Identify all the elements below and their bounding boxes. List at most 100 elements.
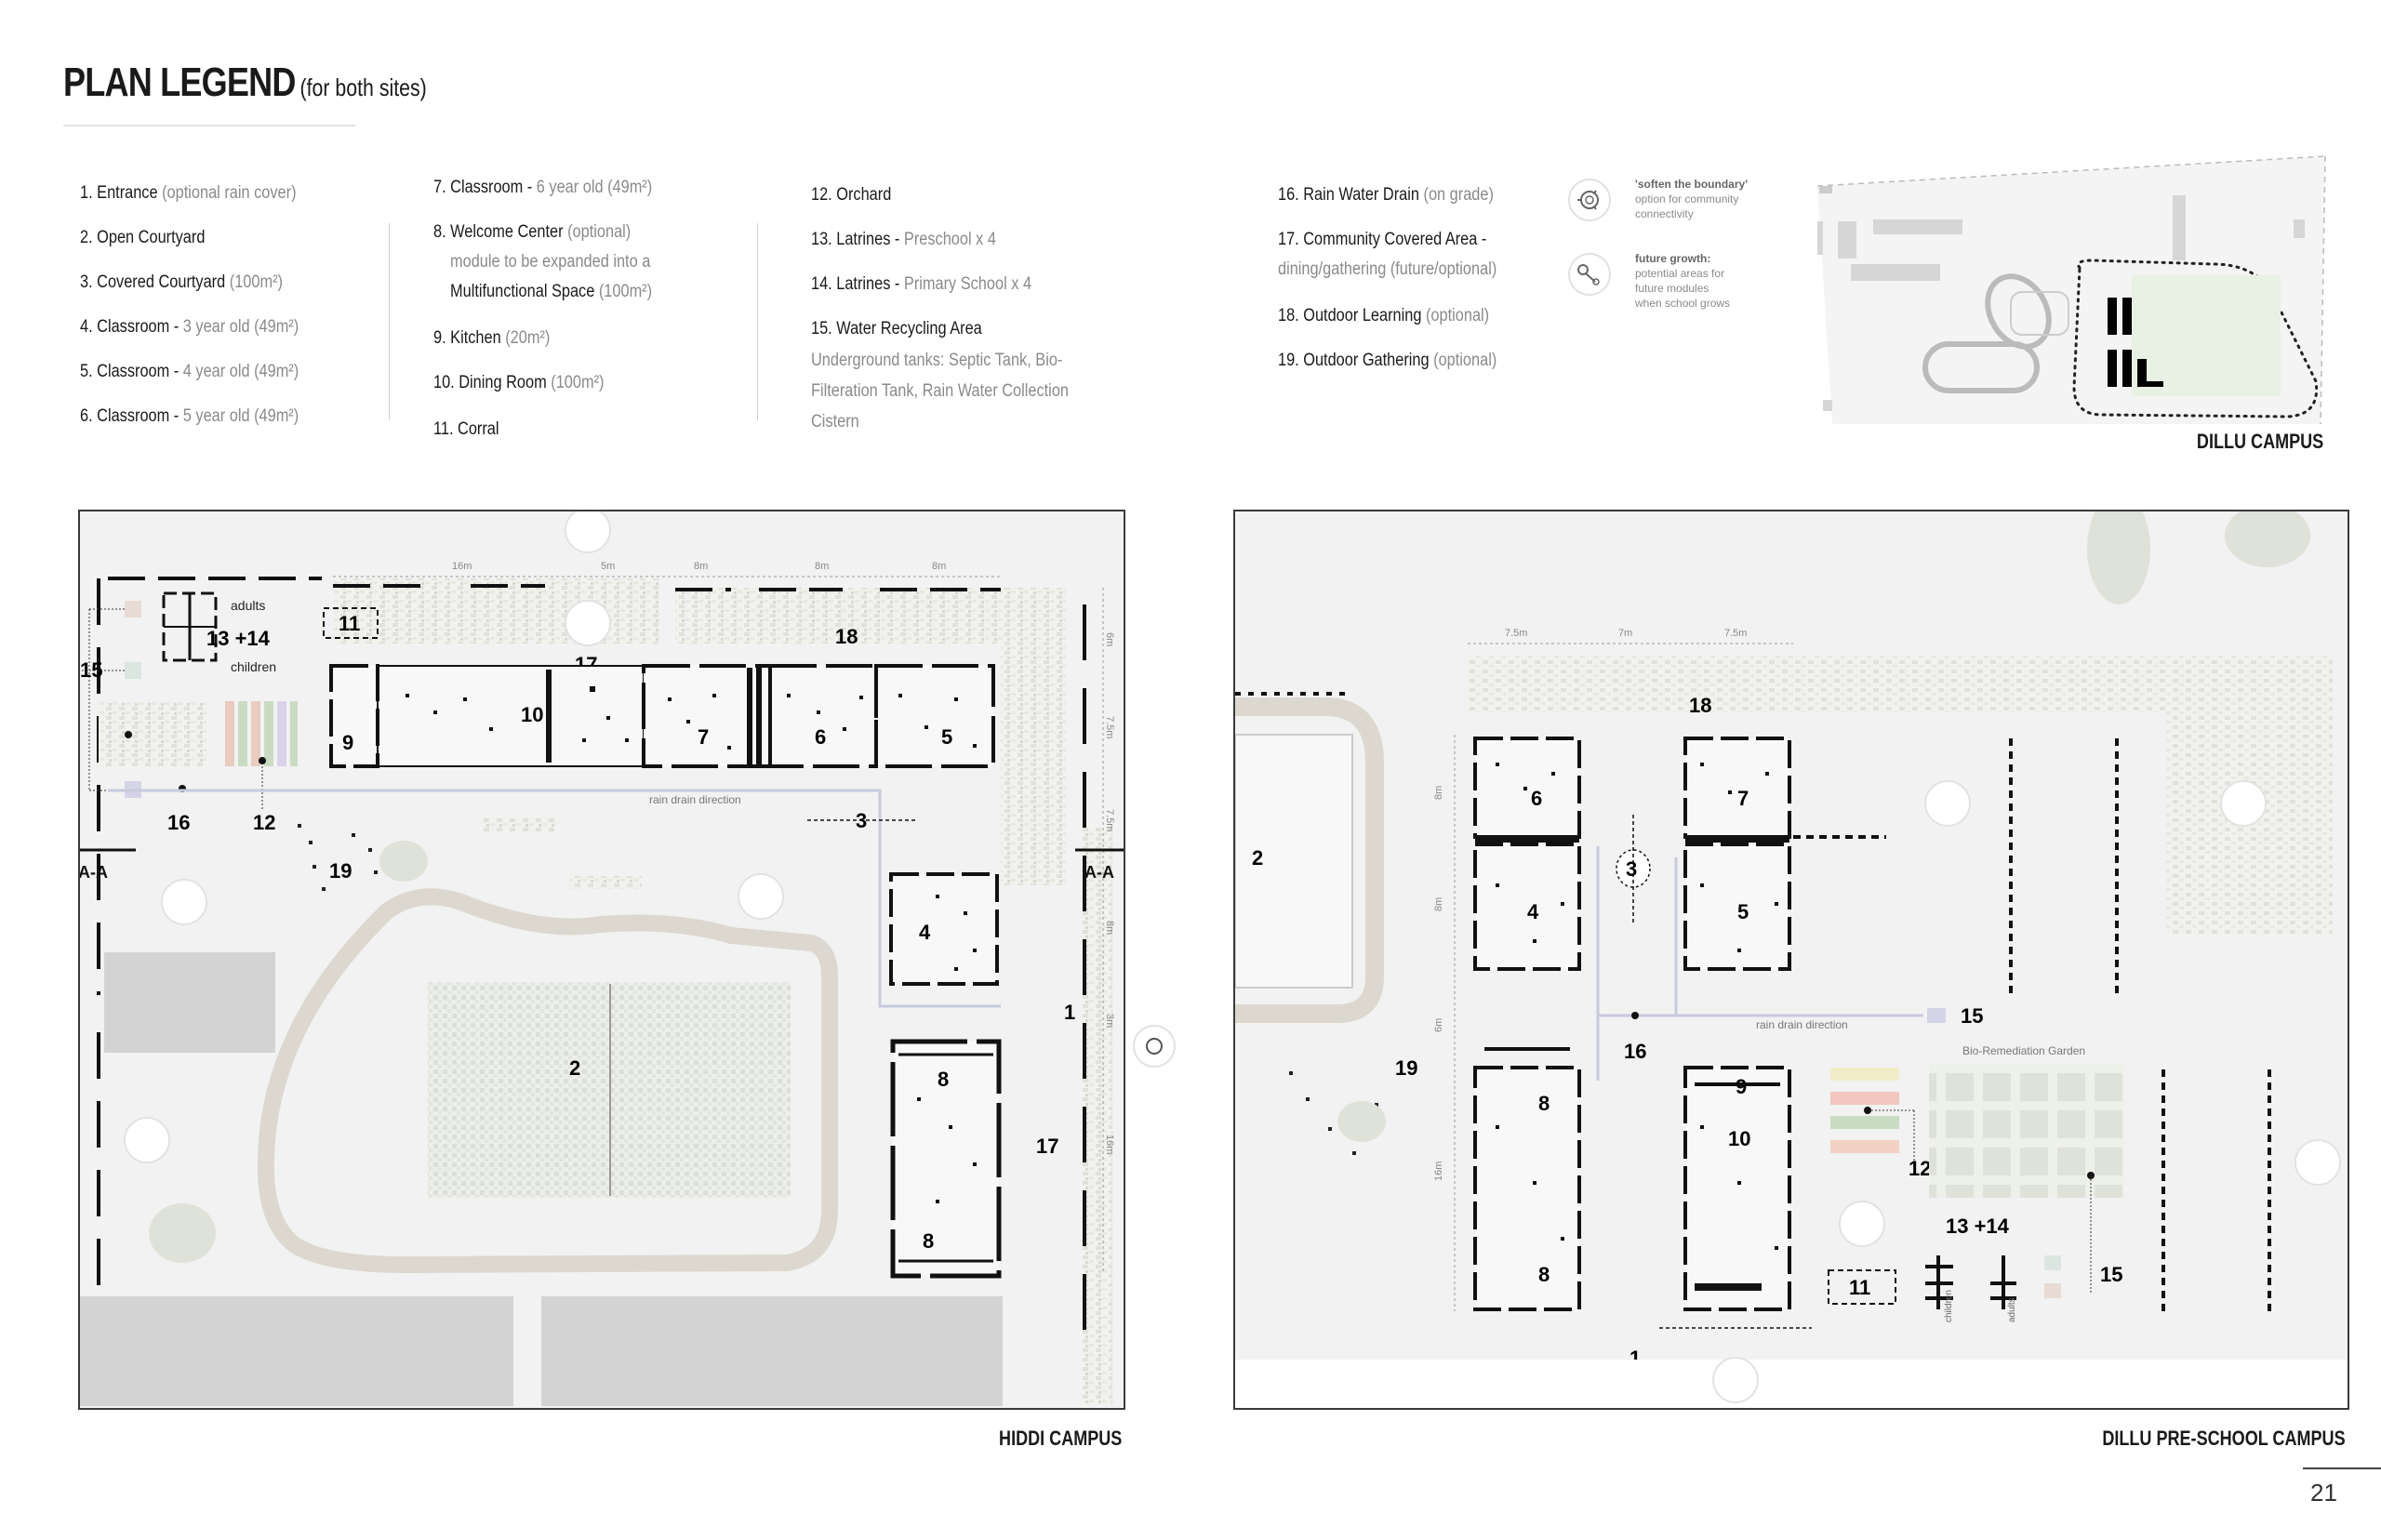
legend-item-17: 17. Community Covered Area - — [1278, 230, 1487, 249]
dillu-label-10: 10 — [1728, 1127, 1750, 1150]
dillu-plan-drawing: 18 7.5m 7m 7.5m 8m 8m 6m 16m 2 6 7 4 5 8… — [1235, 511, 2348, 1408]
hiddi-dim-top-3: 8m — [694, 561, 708, 572]
hiddi-dim-top-1: 16m — [452, 561, 472, 572]
hiddi-label-9: 9 — [342, 731, 353, 754]
legend-title: PLAN LEGEND(for both sites) — [63, 60, 427, 105]
dillu-label-6: 6 — [1531, 787, 1542, 810]
legend-item-18: 18. Outdoor Learning (optional) — [1278, 306, 1490, 325]
key-map-caption: DILLU CAMPUS — [2196, 430, 2323, 453]
legend-divider-1 — [389, 223, 390, 420]
hiddi-dim-right-2: 7.5m — [1104, 716, 1115, 738]
legend-item-8: 8. Welcome Center (optional) — [433, 222, 632, 242]
page-number-rule — [2303, 1467, 2381, 1469]
hiddi-label-17b: 17 — [1036, 1135, 1058, 1158]
title-divider — [63, 125, 355, 126]
dillu-label-5: 5 — [1737, 900, 1749, 923]
hiddi-label-18: 18 — [835, 625, 858, 648]
dillu-label-9: 9 — [1736, 1075, 1747, 1098]
dillu-dim-left-4: 16m — [1433, 1162, 1444, 1181]
legend-item-9: 9. Kitchen (20m²) — [433, 328, 551, 348]
hiddi-label-7: 7 — [698, 725, 709, 749]
future-growth-icon — [1568, 253, 1611, 296]
hiddi-dim-right-4: 8m — [1104, 921, 1115, 935]
dillu-key-map — [1816, 155, 2326, 425]
hiddi-label-8a: 8 — [938, 1068, 949, 1091]
hiddi-entrance-boundary-icon — [1133, 1025, 1176, 1068]
legend-item-16: 16. Rain Water Drain (on grade) — [1278, 185, 1494, 205]
legend-item-15-line2: Filteration Tank, Rain Water Collection — [811, 381, 1070, 401]
dillu-future-growth-icons — [1712, 780, 2341, 1403]
legend-item-15: 15. Water Recycling Area — [811, 319, 982, 339]
legend-subtitle: (for both sites) — [299, 73, 427, 101]
legend-item-1: 1. Entrance (optional rain cover) — [80, 183, 297, 203]
legend-item-5: 5. Classroom - 4 year old (49m²) — [80, 362, 299, 381]
hiddi-label-children: children — [231, 659, 276, 674]
dillu-label-4: 4 — [1527, 900, 1539, 923]
legend-item-6: 6. Classroom - 5 year old (49m²) — [80, 406, 299, 426]
dillu-label-18: 18 — [1689, 694, 1711, 717]
dillu-label-children: children — [1944, 1290, 1954, 1322]
legend-item-2: 2. Open Courtyard — [80, 228, 206, 247]
hiddi-label-16: 16 — [167, 811, 190, 834]
note-soften: 'soften the boundary' option for communi… — [1635, 178, 1749, 220]
hiddi-label-4: 4 — [919, 921, 931, 944]
hiddi-label-5: 5 — [941, 725, 952, 749]
dillu-label-11: 11 — [1849, 1276, 1870, 1299]
hiddi-dim-top-2: 5m — [601, 561, 615, 572]
dillu-dim-left-1: 8m — [1433, 786, 1444, 800]
hiddi-section-left: A-A — [80, 863, 108, 882]
dillu-campus-plan: 18 7.5m 7m 7.5m 8m 8m 6m 16m 2 6 7 4 5 8… — [1233, 510, 2349, 1410]
hiddi-label-19: 19 — [329, 859, 352, 883]
hiddi-label-15: 15 — [80, 658, 102, 682]
legend-item-4: 4. Classroom - 3 year old (49m²) — [80, 317, 299, 337]
hiddi-dim-right-6: 16m — [1104, 1135, 1115, 1154]
dillu-dim-left-3: 6m — [1433, 1018, 1444, 1032]
hiddi-campus-plan: 16m 5m 8m 8m 8m 6m 7.5m 7.5m 8m 3m 16m a… — [78, 510, 1125, 1410]
dillu-label-2: 2 — [1252, 846, 1263, 870]
dillu-label-7: 7 — [1737, 787, 1749, 810]
dillu-rain-drain: rain drain direction — [1756, 1018, 1848, 1031]
dillu-label-15b: 15 — [2100, 1263, 2122, 1286]
hiddi-label-11: 11 — [339, 612, 360, 635]
hiddi-label-2: 2 — [569, 1056, 580, 1080]
hiddi-caption: HIDDI CAMPUS — [998, 1427, 1122, 1450]
note-future: future growth: potential areas for futur… — [1635, 252, 1731, 310]
dillu-label-12: 12 — [1909, 1157, 1931, 1180]
dillu-label-8b: 8 — [1538, 1263, 1550, 1286]
legend-item-3: 3. Covered Courtyard (100m²) — [80, 272, 283, 292]
hiddi-label-10: 10 — [521, 703, 543, 726]
legend-item-11: 11. Corral — [433, 419, 499, 439]
hiddi-label-13-14: 13 +14 — [206, 627, 271, 650]
legend-item-15-line3: Cistern — [811, 412, 859, 431]
hiddi-label-3: 3 — [856, 809, 867, 832]
dillu-label-8a: 8 — [1538, 1092, 1550, 1115]
hiddi-label-1: 1 — [1064, 1001, 1075, 1024]
dillu-label-3: 3 — [1626, 857, 1637, 881]
dillu-dim-top-1: 7.5m — [1505, 628, 1527, 639]
hiddi-label-12: 12 — [253, 811, 275, 834]
dillu-label-adults: adults — [2007, 1297, 2017, 1322]
dillu-label-19: 19 — [1395, 1056, 1417, 1080]
hiddi-label-6: 6 — [815, 725, 826, 749]
hiddi-dim-top-5: 8m — [932, 561, 946, 572]
legend-item-15-line1: Underground tanks: Septic Tank, Bio- — [811, 351, 1063, 370]
hiddi-section-right: A-A — [1084, 863, 1114, 882]
dillu-label-16: 16 — [1624, 1040, 1646, 1063]
legend-item-19: 19. Outdoor Gathering (optional) — [1278, 351, 1497, 370]
hiddi-dim-top-4: 8m — [815, 561, 829, 572]
legend-item-8-line2: module to be expanded into a — [450, 252, 651, 272]
hiddi-dim-right-3: 7.5m — [1104, 809, 1115, 831]
legend-divider-2 — [757, 223, 758, 420]
soften-boundary-icon — [1568, 179, 1611, 221]
legend-item-13: 13. Latrines - Preschool x 4 — [811, 230, 996, 249]
dillu-dim-top-2: 7m — [1618, 628, 1632, 639]
legend-item-17-line2: dining/gathering (future/optional) — [1278, 259, 1497, 279]
legend-item-8-line3: Multifunctional Space (100m²) — [450, 282, 653, 301]
dillu-dim-top-3: 7.5m — [1724, 628, 1747, 639]
hiddi-rain-drain: rain drain direction — [649, 793, 741, 806]
dillu-dim-left-2: 8m — [1433, 897, 1444, 911]
dillu-label-15a: 15 — [1961, 1004, 1983, 1028]
hiddi-plan-drawing: 16m 5m 8m 8m 8m 6m 7.5m 7.5m 8m 3m 16m a… — [80, 511, 1124, 1406]
page-number: 21 — [2310, 1479, 2337, 1507]
legend-item-14: 14. Latrines - Primary School x 4 — [811, 274, 1032, 294]
